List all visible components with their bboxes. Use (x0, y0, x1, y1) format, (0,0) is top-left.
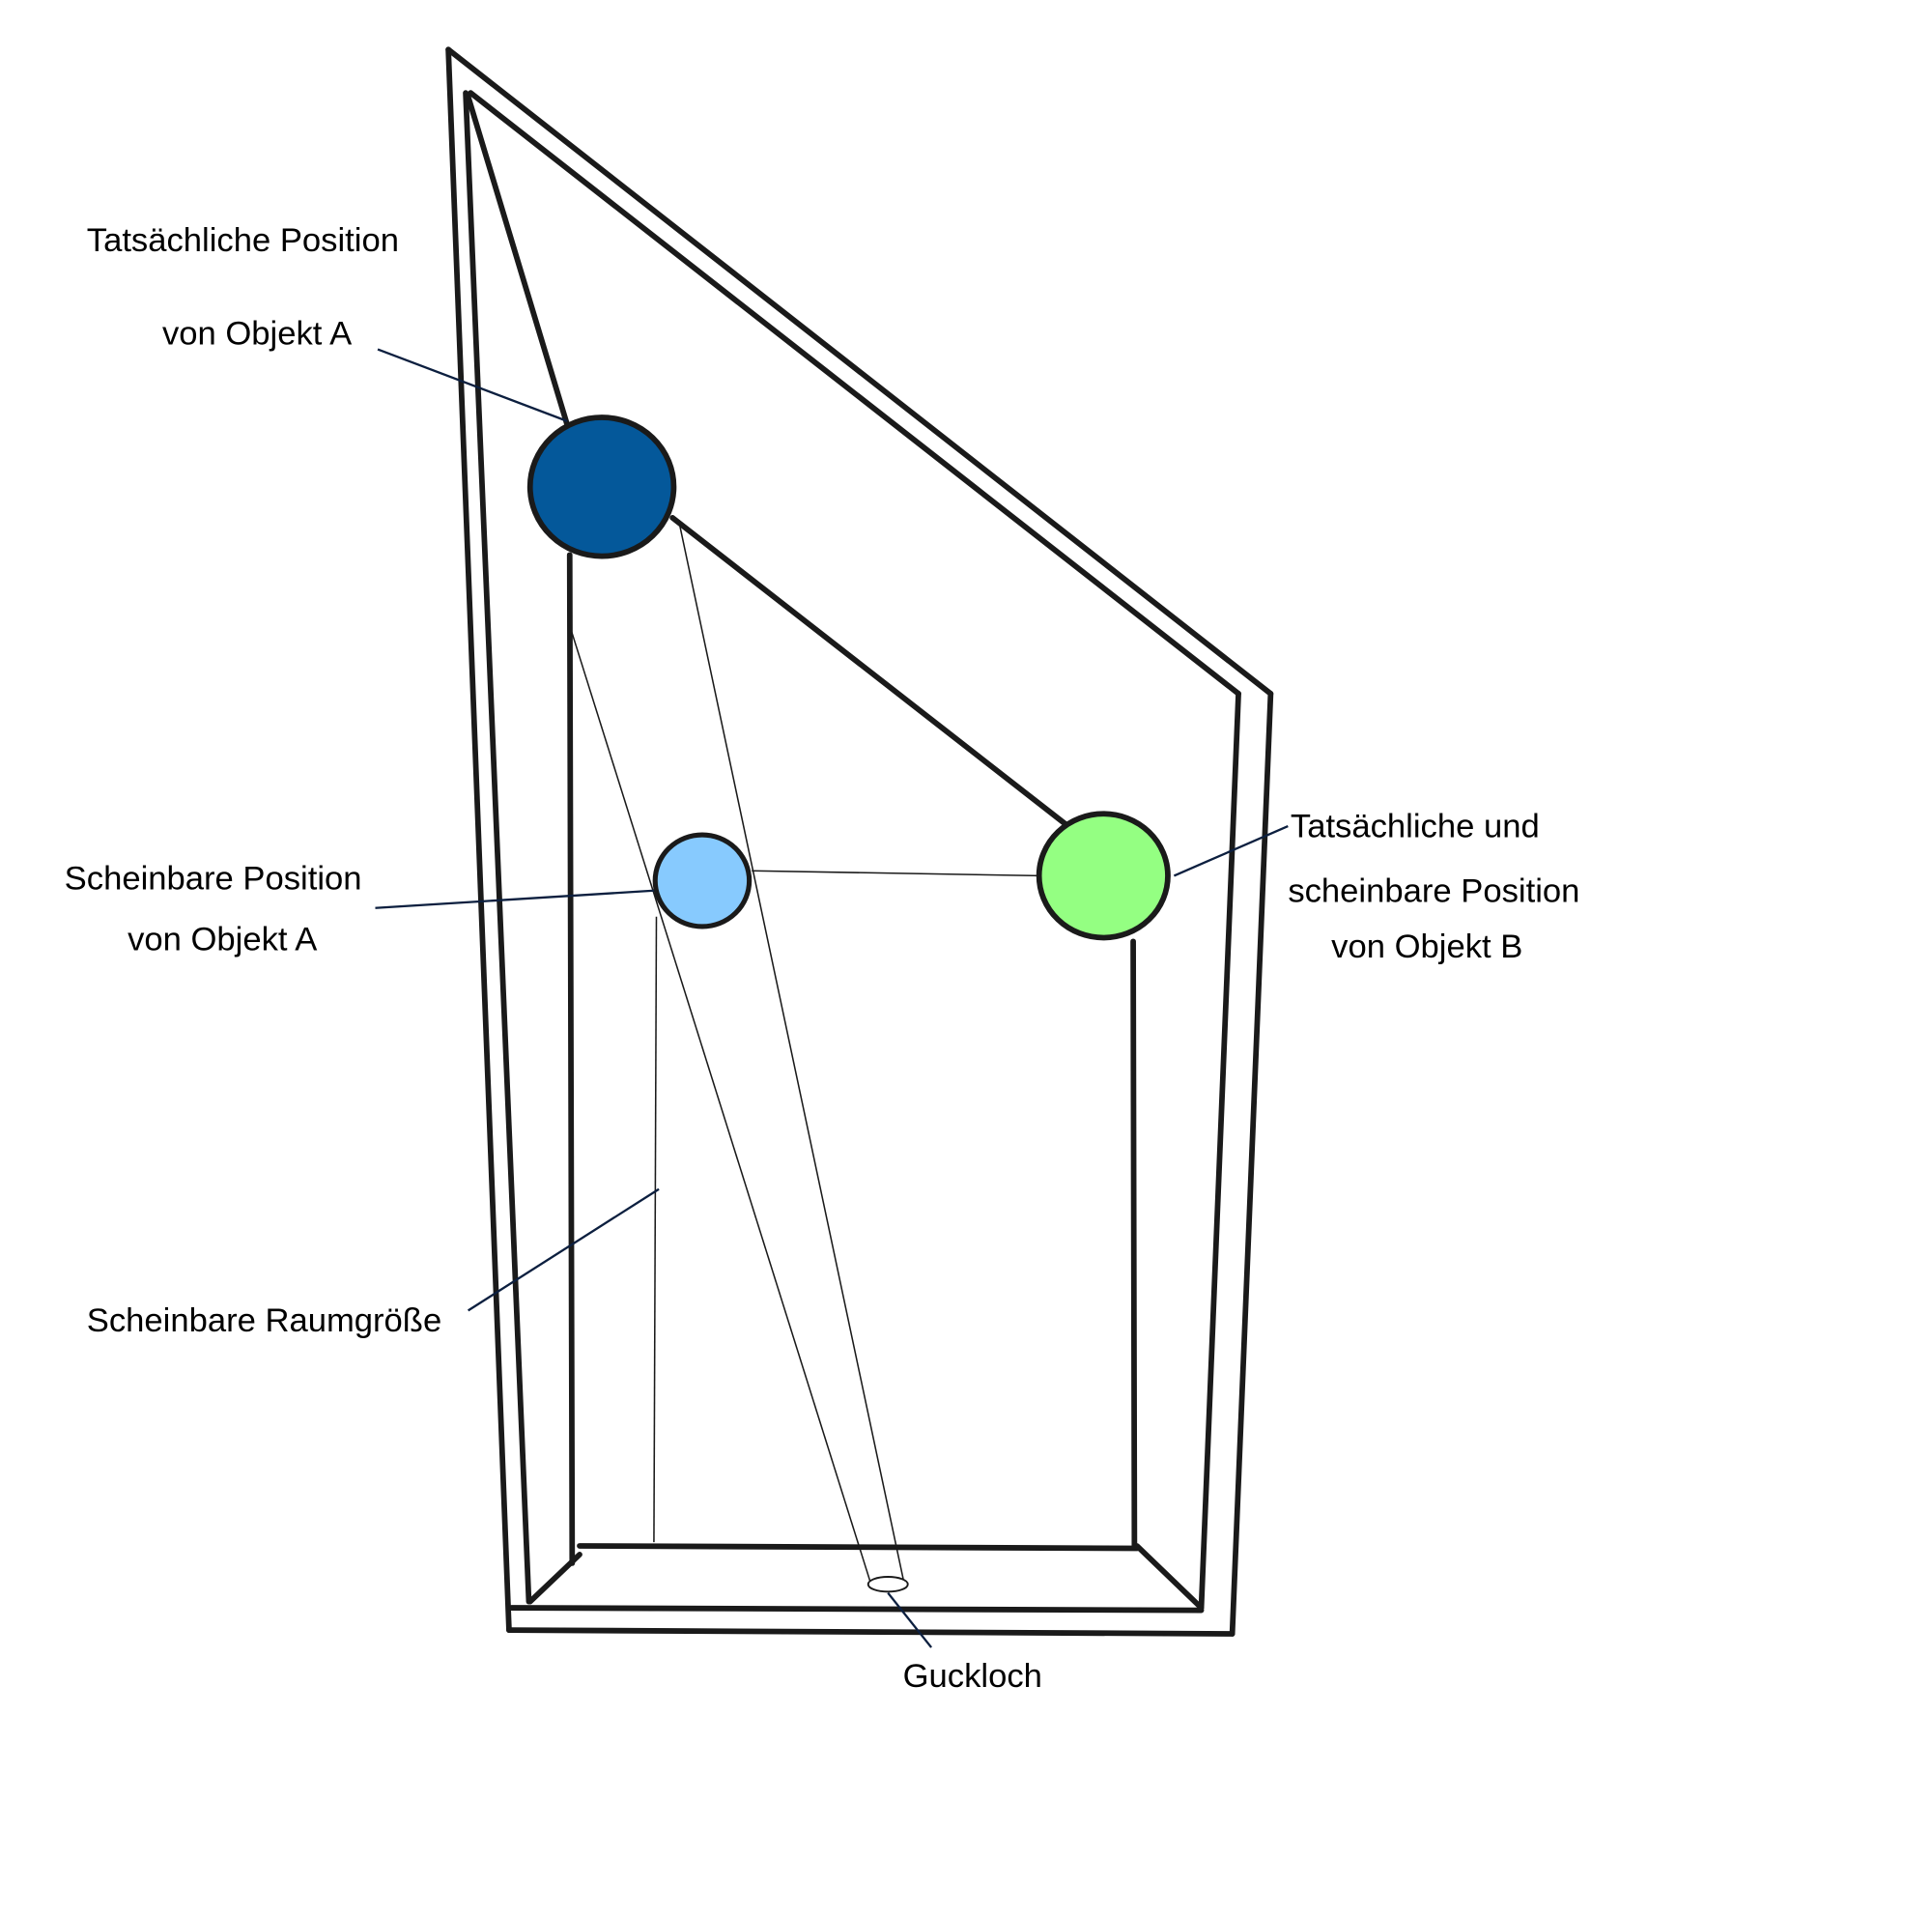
label-object-b-1: Tatsächliche und (1291, 809, 1540, 845)
label-apparent-a-1: Scheinbare Position (65, 860, 362, 897)
label-peephole: Guckloch (903, 1658, 1042, 1695)
peephole (867, 1576, 909, 1593)
object-a-apparent (652, 832, 753, 929)
room-outer-wall (445, 46, 1274, 1637)
room-inner-wall (463, 90, 1241, 1614)
sight-lines (569, 520, 1040, 1584)
label-object-b-2: scheinbare Position (1288, 872, 1579, 909)
leader-lines (375, 348, 1289, 1648)
label-apparent-a-2: von Objekt A (128, 921, 318, 958)
object-a-actual (526, 414, 677, 559)
label-room-size: Scheinbare Raumgröße (87, 1302, 441, 1339)
label-actual-a-2: von Objekt A (162, 315, 353, 352)
label-actual-a-1: Tatsächliche Position (87, 222, 399, 259)
label-object-b-3: von Objekt B (1331, 929, 1522, 965)
object-b (1036, 811, 1171, 941)
